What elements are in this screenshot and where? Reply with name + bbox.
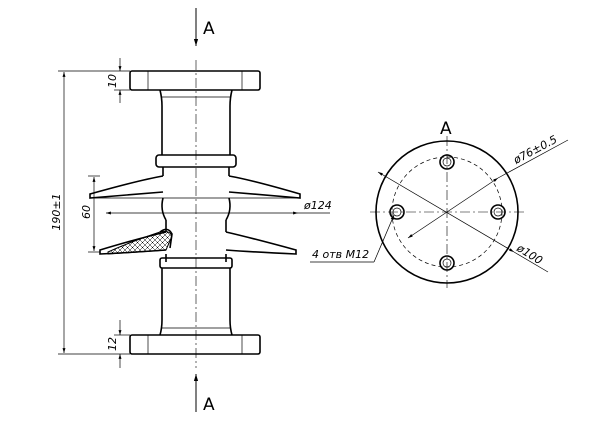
- top-neck: [159, 89, 233, 155]
- view-label-bottom: A: [203, 395, 215, 415]
- view-label-top: A: [203, 19, 215, 39]
- bottom-neck: [159, 268, 233, 336]
- bolt-circle-label: ø76±0.5: [510, 133, 559, 167]
- bolt-hole-top: [439, 154, 455, 170]
- section-hatch: [107, 231, 173, 255]
- side-view: 190±1 10 12 60 ø124 A A: [50, 8, 332, 415]
- overall-height-label: 190±1: [50, 193, 63, 230]
- bottom-flange: [129, 334, 261, 355]
- view-label-plan: A: [440, 119, 452, 139]
- shed-diameter-label: ø124: [303, 199, 332, 212]
- flange-diameter-label: ø100: [514, 241, 545, 267]
- top-flange: [129, 70, 261, 91]
- dim-flange-diameter: [377, 171, 515, 253]
- dim-bolt-circle: [407, 177, 499, 239]
- plan-view: ø76±0.5 ø100 4 отв M12 A: [310, 119, 569, 288]
- top-flange-dim-label: 10: [106, 74, 119, 88]
- upper-shed: [89, 175, 301, 199]
- lower-collar: [159, 257, 233, 269]
- bolt-hole-bottom: [439, 255, 455, 271]
- holes-label: 4 отв M12: [312, 248, 369, 261]
- shed-spacing-label: 60: [80, 205, 93, 219]
- bottom-flange-dim-label: 12: [106, 337, 119, 351]
